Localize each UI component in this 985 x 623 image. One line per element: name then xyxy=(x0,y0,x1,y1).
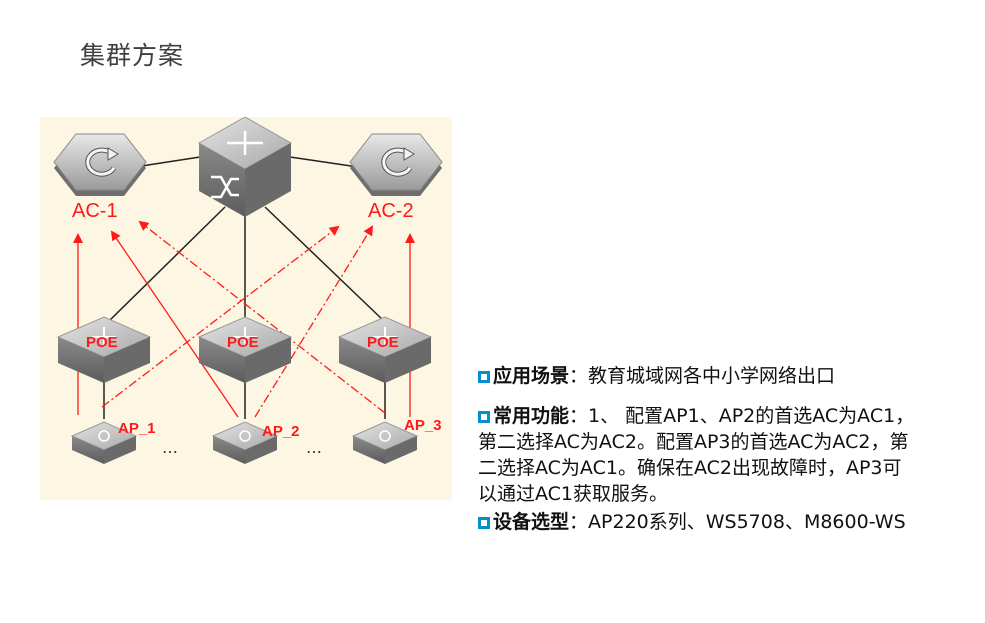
link-core-ac2 xyxy=(289,156,359,168)
ellipsis-1: … xyxy=(162,438,178,457)
square-bullet-icon xyxy=(478,411,490,423)
ap2-label: AP_2 xyxy=(262,423,300,440)
ac1-label: AC-1 xyxy=(72,200,118,222)
section-text: 教育城域网各中小学网络出口 xyxy=(588,365,836,387)
section-scenario: 应用场景：教育城域网各中小学网络出口 xyxy=(478,363,918,389)
link-core-poe1 xyxy=(107,206,226,323)
ap3-label: AP_3 xyxy=(404,417,442,434)
core-switch-icon xyxy=(197,117,293,217)
ac1-controller-icon xyxy=(53,133,147,196)
ac2-controller-icon xyxy=(349,133,443,196)
poe-switch-1-icon xyxy=(56,316,152,383)
poe-switch-2-icon xyxy=(197,316,293,383)
ap1-access-point-icon xyxy=(70,421,138,464)
ap1-label: AP_1 xyxy=(118,420,156,437)
arrow-ap2-ac1 xyxy=(110,230,239,418)
section-separator: ： xyxy=(569,365,589,387)
secondary-arrows xyxy=(101,220,386,418)
network-diagram: AC-1 AC-2 POE POE POE AP_1 AP_2 AP_3 … … xyxy=(40,117,452,500)
description-panel: 应用场景：教育城域网各中小学网络出口 常用功能：1、 配置AP1、AP2的首选A… xyxy=(478,363,918,549)
ap2-access-point-icon xyxy=(211,421,279,464)
ellipsis-2: … xyxy=(306,438,322,457)
poe-switch-3-icon xyxy=(337,316,433,383)
section-models: 设备选型：AP220系列、WS5708、M8600-WS xyxy=(478,509,918,535)
page-title: 集群方案 xyxy=(80,41,185,70)
topology-svg: AC-1 AC-2 POE POE POE AP_1 AP_2 AP_3 … … xyxy=(53,117,443,464)
section-text: AP220系列、WS5708、M8600-WS xyxy=(588,511,906,533)
section-heading: 常用功能 xyxy=(493,405,570,427)
poe1-label: POE xyxy=(86,334,118,351)
section-separator: ： xyxy=(569,405,589,427)
poe2-label: POE xyxy=(227,334,259,351)
section-text: 1、 配置AP1、AP2的首选AC为AC1，第二选择AC为AC2。配置AP3的首… xyxy=(478,405,915,505)
square-bullet-icon xyxy=(478,371,490,383)
section-separator: ： xyxy=(569,511,589,533)
arrow-ap3-ac1 xyxy=(138,220,386,414)
ap3-access-point-icon xyxy=(351,421,419,464)
arrow-ap2-ac2 xyxy=(254,225,374,418)
section-functions: 常用功能：1、 配置AP1、AP2的首选AC为AC1，第二选择AC为AC2。配置… xyxy=(478,403,918,507)
ac2-label: AC-2 xyxy=(368,200,414,222)
arrow-ap1-ac2 xyxy=(101,225,340,408)
poe3-label: POE xyxy=(367,334,399,351)
core-links xyxy=(103,156,386,419)
primary-arrows xyxy=(73,230,415,418)
square-bullet-icon xyxy=(478,517,490,529)
link-core-ac1 xyxy=(134,156,201,168)
section-heading: 应用场景 xyxy=(493,365,570,387)
section-heading: 设备选型 xyxy=(493,511,570,533)
link-core-poe3 xyxy=(264,206,386,323)
